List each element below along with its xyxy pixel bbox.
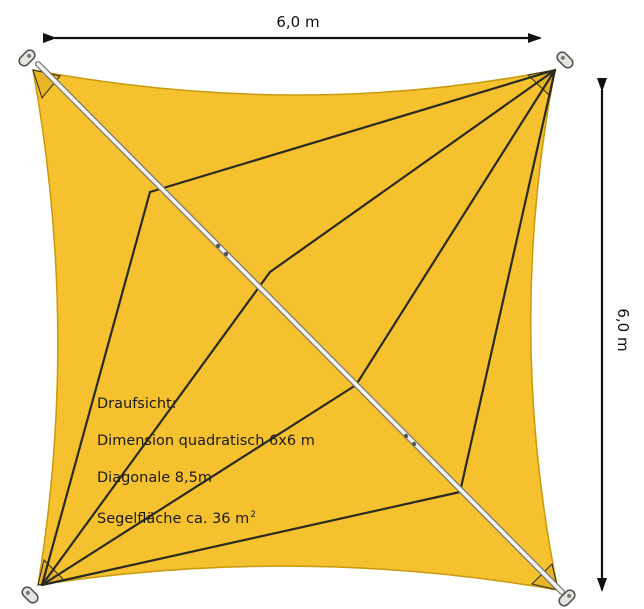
diagonal-rope: [35, 61, 565, 595]
info-area: Segelfläche ca. 36 m2: [97, 506, 315, 527]
width-dimension-label: 6,0 m: [276, 13, 319, 31]
d-ring-shackle-icon: [21, 586, 39, 604]
sail-info-block: Draufsicht: Dimension quadratisch 6x6 m …: [97, 395, 315, 543]
d-ring-shackle-icon: [556, 51, 574, 69]
info-area-exponent: 2: [250, 510, 256, 520]
height-dimension-label: 6,0 m: [614, 308, 632, 351]
info-dimension: Dimension quadratisch 6x6 m: [97, 433, 315, 449]
d-ring-shackle-icon: [18, 49, 36, 67]
info-area-text: Segelfläche ca. 36 m: [97, 511, 250, 527]
d-ring-shackle-icon: [558, 589, 576, 607]
info-diagonal: Diagonale 8,5m: [97, 470, 212, 486]
sail-seams: [40, 68, 557, 587]
info-heading: Draufsicht:: [97, 396, 177, 412]
